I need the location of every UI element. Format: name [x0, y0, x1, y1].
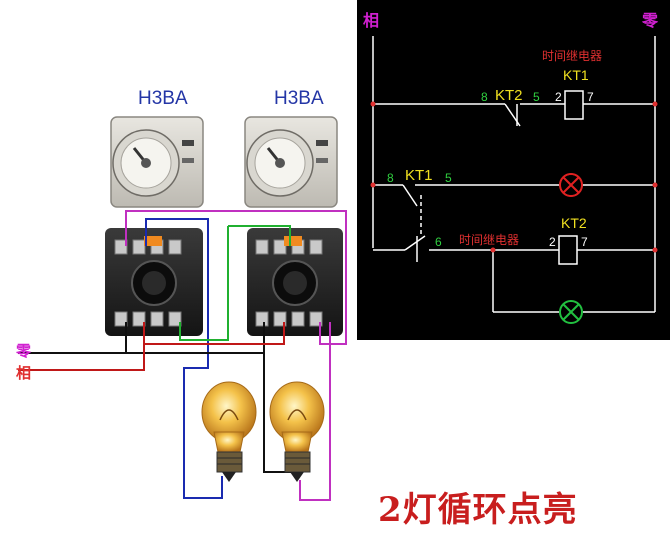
relay2-title: 时间继电器	[459, 233, 519, 247]
neutral-line-label: 零	[16, 342, 32, 360]
relay1-pin-a: 2	[555, 90, 562, 104]
timer-model-label-2: H3BA	[274, 88, 324, 109]
relay1-title: 时间继电器	[542, 49, 602, 63]
relay1-name: KT1	[563, 67, 589, 83]
timer-model-label-1: H3BA	[138, 88, 188, 109]
phase-line-label: 相	[16, 364, 32, 382]
contact-kt1-nc-pin: 6	[435, 235, 442, 249]
contact-kt1-pin-b: 5	[445, 171, 452, 185]
rails	[372, 36, 656, 248]
relay2-pin-a: 2	[549, 235, 556, 249]
contact-kt2-pin-a: 8	[481, 90, 488, 104]
ladder-schematic: 相 零 时间继电器 KT1 2 7 KT2 8 5 KT1 8 5	[357, 0, 670, 340]
diagram-caption: 2灯循环点亮	[378, 490, 578, 530]
contact-kt1-name: KT1	[405, 167, 433, 184]
wires	[18, 210, 347, 501]
timer-1	[110, 116, 204, 208]
relay2-name: KT2	[561, 215, 587, 231]
wiring-illustration	[18, 116, 347, 501]
contact-kt2-name: KT2	[495, 87, 523, 104]
timer-2	[244, 116, 338, 208]
schematic-neutral-label: 零	[641, 11, 659, 30]
contact-kt1-pin-a: 8	[387, 171, 394, 185]
relay2-pin-b: 7	[581, 235, 588, 249]
relay-socket-2	[247, 228, 343, 336]
relay-socket-1	[105, 228, 203, 336]
bulb-1	[201, 381, 257, 482]
bulb-2	[269, 381, 325, 482]
rung-1	[373, 90, 655, 127]
relay1-pin-b: 7	[587, 90, 594, 104]
schematic-phase-label: 相	[363, 11, 379, 30]
contact-kt2-pin-b: 5	[533, 90, 540, 104]
